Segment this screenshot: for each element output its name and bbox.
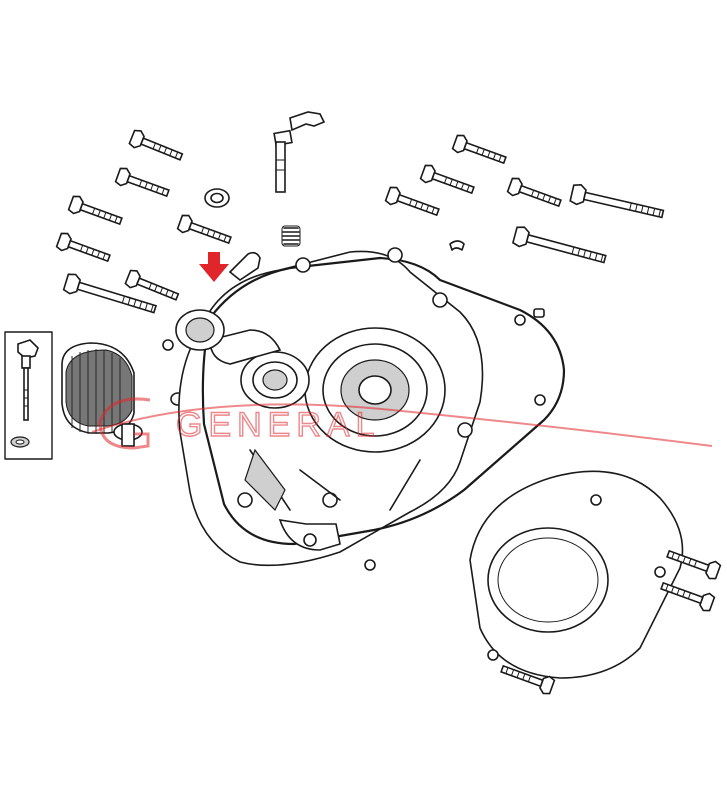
bolt-right-2: [419, 162, 477, 200]
oil-filter: [61, 342, 143, 447]
red-arrow-indicator: [199, 252, 229, 282]
small-clip: [449, 240, 465, 251]
bolt-left-2: [114, 165, 172, 203]
o-ring: [10, 436, 30, 448]
watermark: GENERAL: [91, 397, 713, 450]
side-cover: [469, 470, 684, 679]
oil-dipstick: [17, 339, 39, 421]
bolt-left-5: [176, 212, 234, 250]
bolt-right-long-2: [511, 224, 609, 270]
watermark-text: GENERAL: [176, 406, 381, 444]
crankcase: [162, 247, 566, 571]
bolt-right-1: [451, 132, 509, 170]
dowel-pin: [533, 308, 545, 318]
bolt-left-1: [127, 127, 186, 166]
bolt-right-long-1: [568, 182, 666, 225]
bolt-right-4: [506, 175, 564, 213]
spring: [281, 225, 301, 247]
bolt-left-3: [67, 193, 125, 231]
bolt-right-3: [384, 184, 442, 222]
inset-box: [4, 331, 53, 460]
bolt-left-4: [55, 230, 113, 268]
oil-seal: [204, 188, 230, 208]
shift-shaft-assembly: [273, 111, 326, 193]
